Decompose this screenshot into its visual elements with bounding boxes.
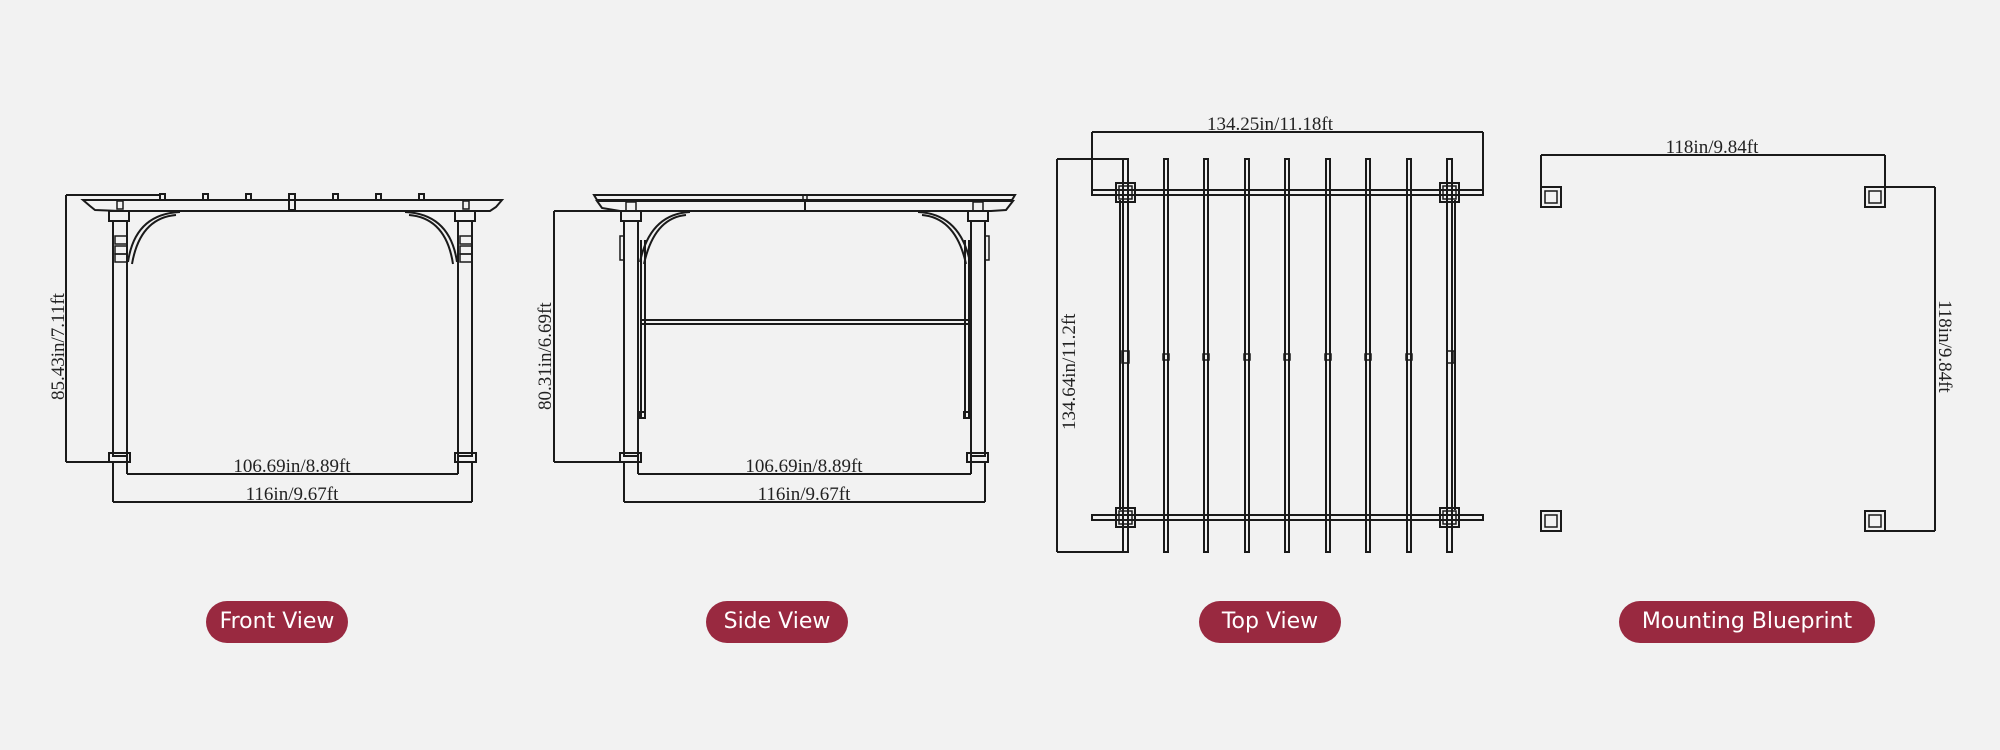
rafter-tails <box>116 193 470 211</box>
rafter-connectors <box>1121 350 1455 364</box>
front-view-drawing <box>65 193 505 503</box>
front-inner-width-dimension: 106.69in/8.89ft <box>233 456 351 477</box>
mounting-depth-dimension: 118in/9.84ft <box>1934 300 1955 393</box>
front-height-dimension: 85.43in/7.11ft <box>48 292 69 400</box>
front-outer-width-dimension: 116in/9.67ft <box>246 484 339 505</box>
side-height-dimension: 80.31in/6.69ft <box>535 302 556 410</box>
mounting-blueprint-label: Mounting Blueprint <box>1619 601 1875 643</box>
rafters <box>1122 158 1453 553</box>
post-footprints <box>1540 186 1886 532</box>
side-view-label: Side View <box>706 601 848 643</box>
side-inner-width-dimension: 106.69in/8.89ft <box>745 456 863 477</box>
mounting-width-dimension: 118in/9.84ft <box>1666 137 1759 158</box>
top-view-label: Top View <box>1199 601 1341 643</box>
front-view-label: Front View <box>206 601 348 643</box>
mounting-blueprint-drawing <box>1540 154 1936 532</box>
side-outer-width-dimension: 116in/9.67ft <box>758 484 851 505</box>
top-view-drawing <box>1056 131 1484 553</box>
top-depth-dimension: 134.64in/11.2ft <box>1059 313 1080 430</box>
top-width-dimension: 134.25in/11.18ft <box>1207 114 1334 135</box>
side-view-drawing <box>553 194 1017 503</box>
